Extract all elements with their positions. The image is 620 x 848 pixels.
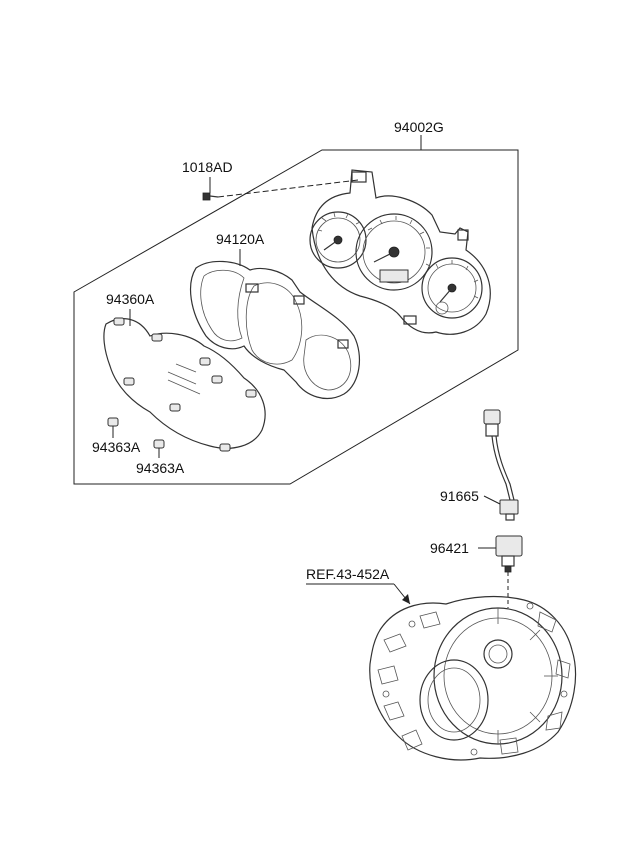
screw-part (202, 192, 219, 201)
label-91665: 91665 (440, 488, 479, 504)
wiring-harness (483, 409, 519, 521)
ref-arrow-head (402, 594, 410, 604)
label-94363a-b: 94363A (136, 460, 185, 476)
clip-part-a (107, 417, 119, 427)
clip-part-b (153, 439, 165, 449)
label-94120a: 94120A (216, 231, 265, 247)
label-94363a-a: 94363A (92, 439, 141, 455)
cluster-window-lens (103, 317, 266, 452)
cluster-assembly-boundary (73, 149, 519, 485)
label-94360a: 94360A (106, 291, 155, 307)
speed-sensor (495, 535, 523, 573)
transaxle-housing (369, 595, 577, 761)
instrument-cluster (309, 169, 491, 335)
dashed-screw-axis (217, 179, 359, 198)
label-96421: 96421 (430, 540, 469, 556)
label-ref-43-452a: REF.43-452A (306, 566, 390, 582)
label-94002g: 94002G (394, 119, 444, 135)
leader-91665 (483, 495, 501, 505)
cluster-housing (189, 260, 361, 399)
label-1018ad: 1018AD (182, 159, 233, 175)
